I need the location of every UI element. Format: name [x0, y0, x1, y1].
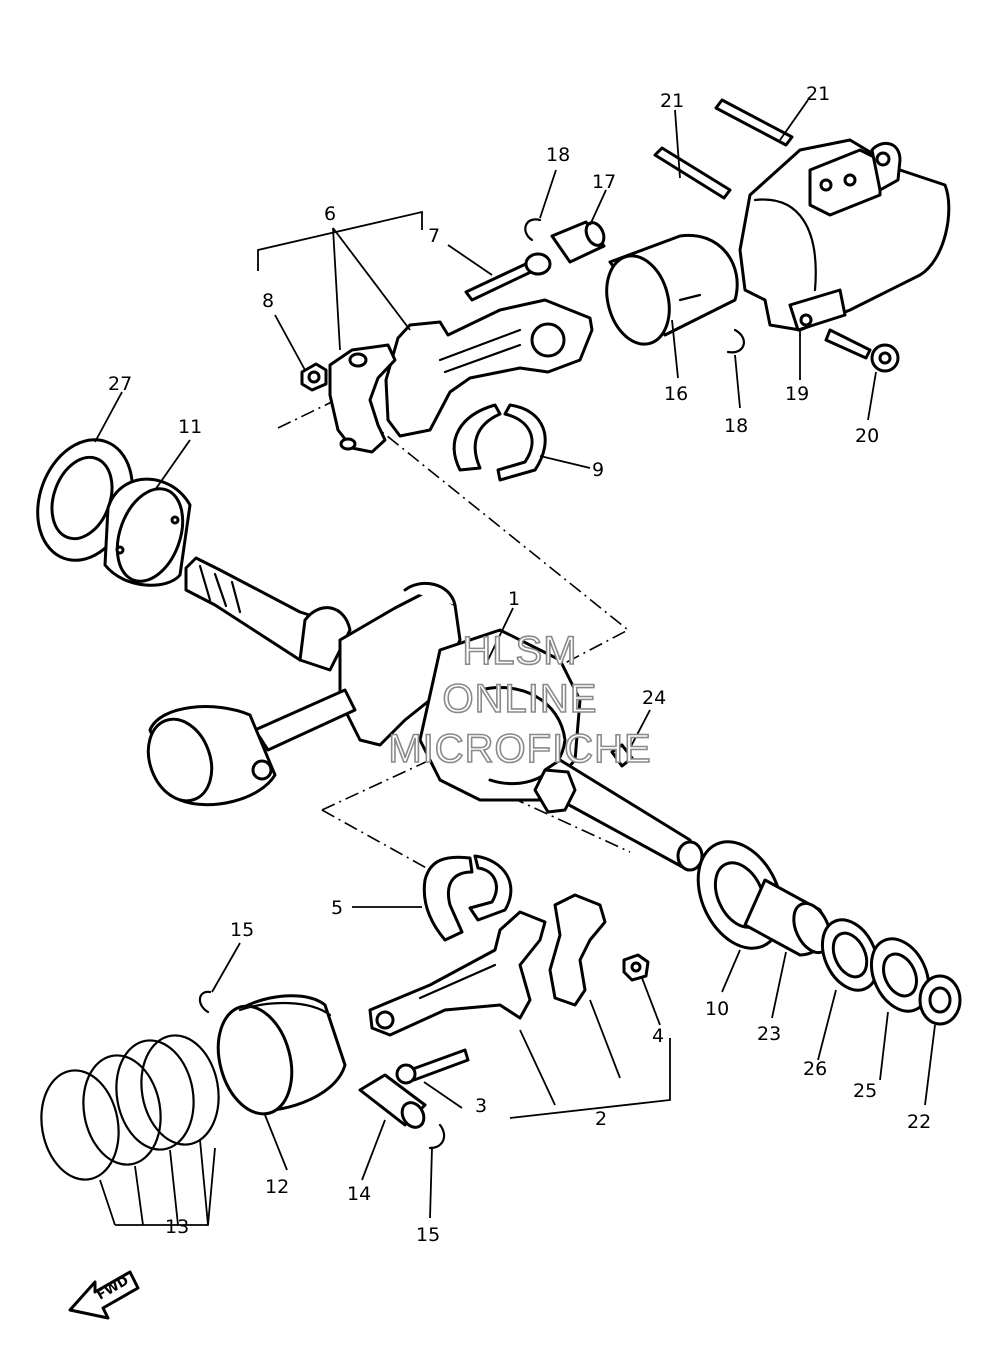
piston-pin-17 [550, 220, 606, 264]
callout-13: 13 [165, 1216, 189, 1238]
piston-16-upper [605, 233, 739, 346]
pin-clip-18-lower [726, 328, 745, 354]
callout-17: 17 [592, 171, 616, 193]
callout-11: 11 [178, 416, 202, 438]
callout-10: 10 [705, 998, 729, 1020]
rod-bolt-7 [464, 252, 552, 302]
woodruff-key-24 [610, 743, 634, 768]
bolt-20 [824, 328, 900, 373]
callout-21-left: 21 [660, 90, 684, 112]
callout-7: 7 [428, 225, 440, 247]
rod-bearing-5 [422, 854, 513, 942]
watermark-line-2: ONLINE [443, 677, 598, 721]
callout-6: 6 [324, 203, 336, 225]
seal-26 [820, 918, 880, 992]
piston-pin-14 [358, 1073, 427, 1129]
forward-direction-arrow: FWD [68, 1270, 140, 1320]
callout-26: 26 [803, 1058, 827, 1080]
callout-14: 14 [347, 1183, 371, 1205]
callout-18-upper: 18 [546, 144, 570, 166]
pin-clip-15-upper [198, 990, 212, 1014]
piston-ring-set-13 [40, 1034, 220, 1181]
callout-1: 1 [508, 588, 520, 610]
callout-18-lower: 18 [724, 415, 748, 437]
dowel-pin-21-left [653, 146, 732, 200]
nut-22 [918, 974, 962, 1026]
assembly-guide-lines [277, 397, 631, 871]
pin-clip-18-upper [524, 218, 542, 242]
callout-15-upper: 15 [230, 919, 254, 941]
connecting-rod-2 [368, 910, 547, 1037]
callout-16: 16 [664, 383, 688, 405]
rod-bearing-9 [452, 403, 547, 482]
callout-25: 25 [853, 1080, 877, 1102]
callout-20: 20 [855, 425, 879, 447]
callout-4: 4 [652, 1025, 664, 1047]
callout-24: 24 [642, 687, 666, 709]
callout-labels: 1 2 3 4 5 6 7 8 9 10 11 12 13 14 15 15 1… [108, 83, 931, 1246]
watermark: HLSM ONLINE MICROFICHE [388, 628, 652, 772]
crankshaft-1 [184, 556, 704, 872]
callout-8: 8 [262, 290, 274, 312]
callout-22: 22 [907, 1111, 931, 1133]
callout-9: 9 [592, 459, 604, 481]
bearing-25 [869, 937, 931, 1013]
bearing-11 [103, 477, 192, 587]
watermark-line-3: MICROFICHE [388, 727, 651, 771]
leader-lines [94, 99, 936, 1226]
rod-cap-lower [548, 893, 607, 1007]
rod-nut-4 [622, 953, 650, 982]
piston-12 [216, 994, 347, 1116]
assembled-rod-piston [146, 688, 357, 807]
upper-connecting-rod [384, 298, 594, 438]
callout-2: 2 [595, 1108, 607, 1130]
callout-3: 3 [475, 1095, 487, 1117]
callout-21-right: 21 [806, 83, 830, 105]
dowel-pin-21-right [714, 98, 794, 147]
callout-5: 5 [331, 897, 343, 919]
pin-clip-15-lower [428, 1123, 446, 1150]
rod-nut-8 [300, 362, 328, 392]
rod-cap-upper [328, 343, 397, 454]
callout-23: 23 [757, 1023, 781, 1045]
callout-15-lower: 15 [416, 1224, 440, 1246]
callout-27: 27 [108, 373, 132, 395]
callout-12: 12 [265, 1176, 289, 1198]
bearing-10 [696, 840, 784, 950]
watermark-line-1: HLSM [462, 629, 577, 673]
cylinder-19 [738, 138, 951, 332]
rod-bolt-3 [395, 1048, 470, 1085]
callout-19: 19 [785, 383, 809, 405]
